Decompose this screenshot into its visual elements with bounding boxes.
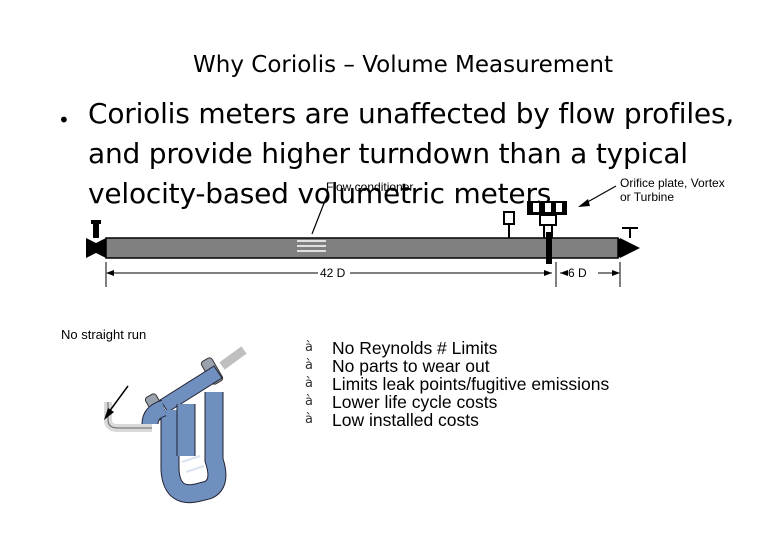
orifice-plate-label-line-2: or Turbine [620, 190, 675, 204]
arrow-bullet-icon: à [305, 394, 313, 409]
slide-title: Why Coriolis – Volume Measurement [193, 52, 613, 78]
dimension-label-6d: 6 D [568, 266, 587, 280]
benefit-text: No parts to wear out [332, 356, 490, 376]
orifice-meter-icon [527, 201, 567, 264]
right-valve-icon [618, 227, 640, 258]
arrow-bullet-icon: à [305, 358, 313, 373]
bullet-text-line-3: velocity-based volumetric meters [88, 177, 552, 210]
arrow-bullet-icon: à [305, 376, 313, 391]
pressure-transmitter-icon [503, 211, 515, 238]
dimension-label-42d: 42 D [320, 266, 346, 280]
coriolis-meter-illustration [104, 346, 247, 504]
no-straight-run-label: No straight run [61, 327, 147, 342]
bullet-text-line-1: Coriolis meters are unaffected by flow p… [88, 97, 735, 130]
bullet-dot: • [58, 108, 70, 132]
bullet-text-line-2: and provide higher turndown than a typic… [88, 137, 688, 170]
orifice-plate-label-line-1: Orifice plate, Vortex [620, 176, 725, 190]
arrow-bullet-icon: à [305, 340, 313, 355]
straight-pipe [105, 237, 619, 259]
benefit-text: Lower life cycle costs [332, 392, 498, 412]
left-valve-icon [86, 220, 106, 258]
benefit-text: No Reynolds # Limits [332, 338, 498, 358]
flow-conditioner-icon [297, 240, 326, 252]
flow-conditioner-label: Flow conditioner [326, 180, 414, 194]
orifice-pointer [583, 185, 617, 205]
benefit-text: Low installed costs [332, 410, 479, 430]
arrow-bullet-icon: à [305, 412, 313, 427]
flow-conditioner-pointer [311, 192, 329, 235]
benefit-text: Limits leak points/fugitive emissions [332, 374, 610, 394]
dimension-lines [105, 262, 621, 287]
